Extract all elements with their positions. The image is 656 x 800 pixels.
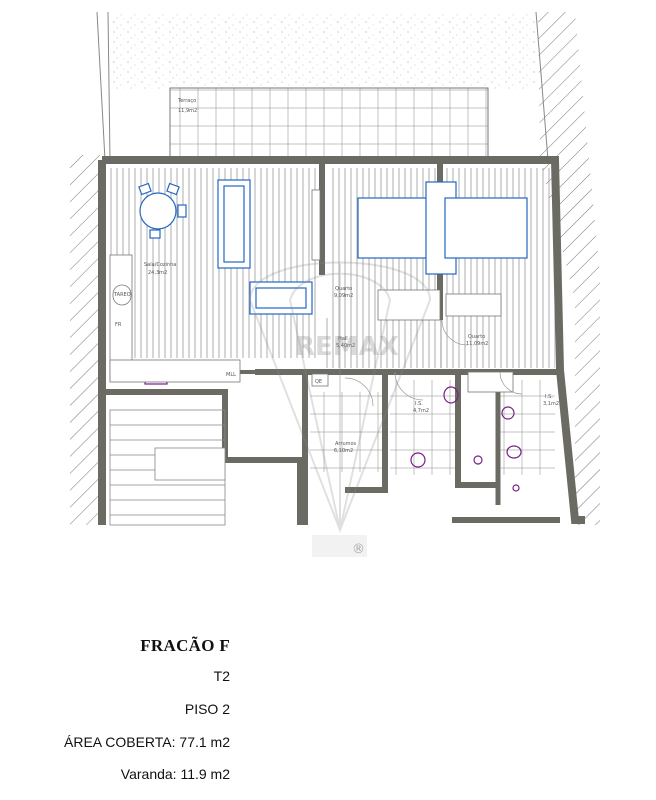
- plan-label: Quarto: [468, 334, 485, 340]
- plan-label: Quarto: [335, 286, 352, 292]
- floor-level: PISO 2: [184, 701, 230, 717]
- remax-watermark: [248, 261, 432, 557]
- plan-label: 5,40m2: [336, 343, 355, 349]
- registered-mark: ®: [352, 542, 365, 557]
- plan-label: 6,10m2: [334, 448, 353, 454]
- watermark-text: REMAX: [295, 332, 399, 362]
- bedroom-furniture: [357, 181, 528, 275]
- plan-label: 11,09m2: [466, 341, 488, 347]
- terrace-label: Terraço: [177, 98, 196, 104]
- plan-label: I.S.: [415, 401, 423, 407]
- staircase: [109, 409, 226, 526]
- garden-area: [110, 14, 535, 89]
- terrace: [169, 87, 489, 159]
- plan-label: 3,1m2: [543, 401, 559, 407]
- storage-label: Arrumos: [335, 441, 357, 447]
- typology: T2: [213, 668, 230, 684]
- door-swings: [344, 319, 523, 407]
- floor-plan: Terraço 11,9m2 Arrumos 6,10m2 I.S. 4,7m2…: [70, 11, 600, 557]
- balcony-area: Varanda: 11.9 m2: [120, 766, 230, 782]
- hatched-area-right: [538, 12, 600, 525]
- storage-room: [310, 392, 382, 472]
- kitchen-counter: [109, 254, 241, 383]
- living-furniture: [138, 179, 313, 315]
- plan-label: 9,09m2: [334, 293, 353, 299]
- living-label: Sala/Cozinha: [144, 262, 176, 268]
- plan-label: I.S.: [545, 394, 553, 400]
- plan-label: FR: [115, 322, 122, 328]
- plan-label: TAREO: [113, 292, 131, 298]
- hatched-area-left: [70, 155, 100, 525]
- plan-label: 4,7m2: [413, 408, 429, 414]
- plan-label: 11,9m2: [178, 108, 197, 114]
- bathroom-1: [390, 380, 455, 475]
- plan-label: Hall: [338, 336, 348, 342]
- plan-label: 24,3m2: [148, 270, 167, 276]
- covered-area: ÁREA COBERTA: 77.1 m2: [64, 734, 230, 750]
- bathroom-2: [500, 380, 555, 475]
- plan-label: MLL: [226, 372, 236, 378]
- fraction-title: FRACÃO F: [140, 636, 230, 655]
- plan-label: QE: [315, 379, 322, 385]
